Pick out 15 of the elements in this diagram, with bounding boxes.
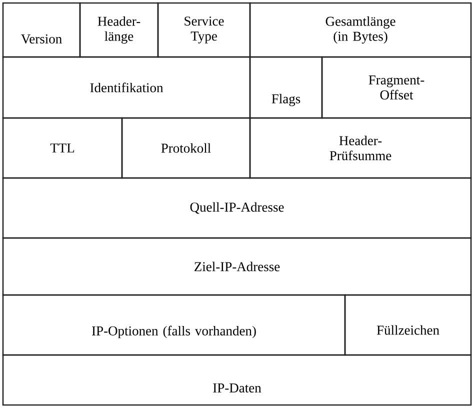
- table-cell: Identifikation: [2, 56, 251, 119]
- table-cell: Fragment- Offset: [321, 56, 472, 119]
- table-cell: IP-Daten: [2, 354, 472, 406]
- table-cell: IP-Optionen (falls vorhanden): [2, 294, 346, 356]
- table-cell: Version: [2, 2, 81, 58]
- table-cell: Füllzeichen: [344, 294, 472, 356]
- table-cell: Protokoll: [121, 117, 251, 179]
- table-cell: Header- länge: [79, 2, 159, 58]
- table-cell: Quell-IP-Adresse: [2, 177, 472, 239]
- table-cell: TTL: [2, 117, 123, 179]
- table-cell: Gesamtlänge (in Bytes): [249, 2, 472, 58]
- table-cell: Service Type: [157, 2, 251, 58]
- table-cell: Header- Prüfsumme: [249, 117, 472, 179]
- table-cell: Flags: [249, 56, 323, 119]
- table-cell: Ziel-IP-Adresse: [2, 237, 472, 296]
